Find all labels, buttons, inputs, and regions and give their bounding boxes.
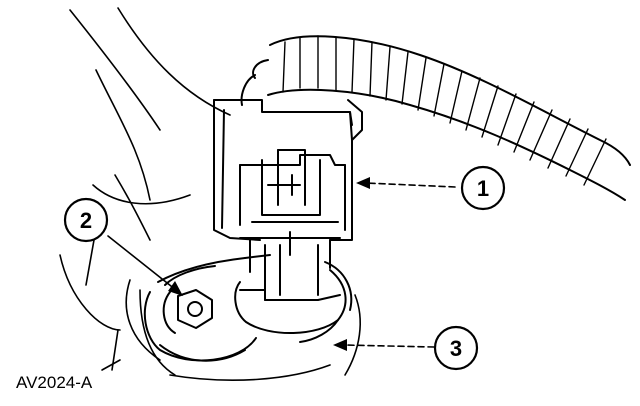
callout-2: 2 [63,197,109,243]
callout-2-number: 2 [80,208,92,233]
figure-code-label: AV2024-A [16,373,93,392]
callout-3-number: 3 [450,336,462,361]
hex-bolt [162,289,213,334]
wiring-harness [267,35,631,201]
leader-lines [85,177,456,371]
sensor [234,231,353,343]
callout-3: 3 [433,325,479,371]
callout-1: 1 [460,165,506,211]
callout-1-number: 1 [477,176,489,201]
background-contours [59,7,361,381]
electrical-connector [213,59,363,241]
